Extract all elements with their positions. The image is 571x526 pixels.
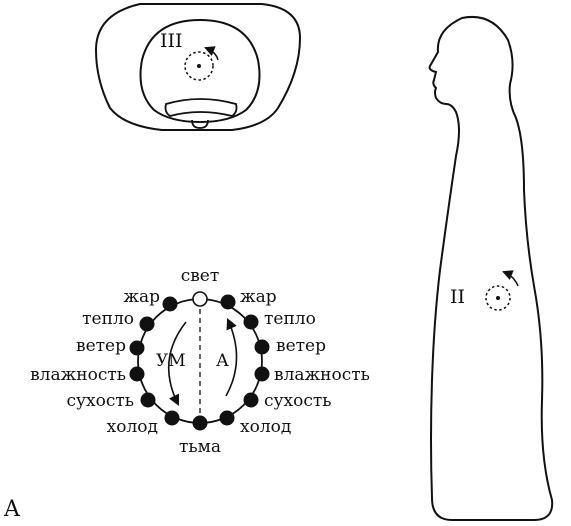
nose-tip [191,119,209,129]
head-top-view: III [94,3,302,131]
left-label: влажность [30,365,126,385]
right-node [243,392,259,408]
crown-wheel [184,51,214,81]
dark-node [192,415,208,431]
rotation-arrow-icon [502,270,519,287]
body-silhouette [428,16,554,521]
right-node [243,314,259,330]
left-node [140,392,156,408]
right-node [219,410,235,426]
right-node [220,294,236,310]
right-label: тепло [264,309,316,329]
dark-label: тьма [179,437,221,457]
shoulders-outline [94,3,302,131]
left-label: сухость [66,391,134,411]
left-label: холод [107,417,158,437]
body-side-view: II [428,16,554,521]
light-node [192,291,208,307]
right-label: сухость [264,391,332,411]
right-arc-label: А [216,351,229,371]
left-node [162,296,178,312]
left-label: ветер [76,336,126,356]
left-node [129,340,145,356]
left-label: жар [123,287,160,307]
abdomen-wheel [485,285,511,311]
right-label: жар [240,287,277,307]
left-node [164,410,180,426]
right-label: ветер [276,336,326,356]
left-cycle-arrow-icon [167,321,187,407]
head-outline [139,18,261,124]
figure-letter: A [3,497,21,522]
left-node [129,366,145,382]
left-node [139,316,155,332]
light-label: свет [181,266,220,286]
chin-band [164,98,238,117]
right-label: холод [240,417,291,437]
body-view-label: II [450,286,465,308]
elements-cycle: свет тьма УМ А жар тепло ветер влажность… [30,266,370,457]
rotation-arrow-icon [204,46,219,61]
left-label: тепло [82,309,134,329]
right-node [254,339,270,355]
right-cycle-arrow-icon [225,317,238,397]
head-view-label: III [160,30,183,52]
right-node [254,366,270,382]
right-label: влажность [274,365,370,385]
left-arc-label: УМ [156,351,186,371]
